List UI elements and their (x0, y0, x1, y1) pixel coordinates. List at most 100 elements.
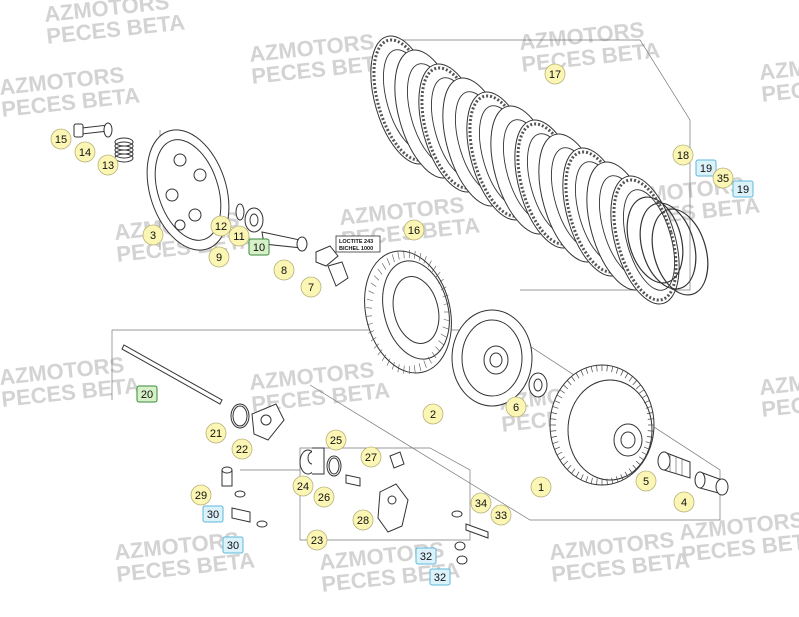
callout-badge (403, 219, 425, 241)
callout-32: 32 (429, 568, 451, 586)
callout-badge (732, 180, 754, 198)
callout-13: 13 (97, 154, 119, 176)
basket-tooth (585, 476, 589, 483)
basket-tooth (580, 474, 584, 480)
basket-tooth (628, 468, 633, 474)
basket-tooth (556, 451, 563, 456)
basket-tooth (552, 441, 559, 444)
basket-tooth (647, 418, 654, 420)
callout-number: 17 (549, 69, 561, 81)
callout-badge (50, 128, 72, 150)
hub-spline (440, 286, 447, 291)
callout-number: 32 (420, 551, 432, 563)
callout-number: 9 (216, 252, 222, 264)
callout-badge (352, 509, 374, 531)
callout-35: 35 (712, 167, 734, 189)
callout-9: 9 (208, 246, 230, 268)
left-bolts (221, 466, 268, 528)
callout-16: 16 (403, 219, 425, 241)
callout-21: 21 (205, 422, 227, 444)
hub-spline (403, 365, 405, 374)
hub-spline (442, 326, 449, 330)
gear-and-seal-parts (299, 447, 405, 487)
hub-spline (413, 365, 416, 374)
callout-badge (228, 225, 250, 247)
basket-tooth (632, 380, 638, 386)
basket-tooth (596, 365, 598, 372)
basket-tooth (645, 441, 652, 444)
callout-badge (208, 246, 230, 268)
callout-number: 11 (233, 231, 244, 243)
callout-8: 8 (273, 259, 295, 281)
callout-badge (673, 491, 695, 513)
hub-spline (440, 333, 447, 338)
callout-badge (222, 536, 244, 554)
callout-badge (136, 385, 158, 403)
friction-plate (610, 175, 680, 305)
callout-number: 14 (79, 147, 91, 159)
basket-tooth (635, 460, 641, 466)
hub-spline (443, 303, 450, 305)
basket-tooth (646, 435, 653, 438)
basket-tooth (606, 478, 608, 485)
basket-tooth (551, 435, 558, 438)
callout-badge (544, 63, 566, 85)
callout-number: 10 (253, 242, 265, 254)
callout-badge (190, 484, 212, 506)
basket-tooth (647, 430, 654, 432)
callout-badge (313, 486, 335, 508)
callout-number: 22 (236, 444, 248, 456)
basket-tooth (641, 394, 648, 399)
callout-number: 30 (207, 509, 219, 521)
basket-tooth (643, 400, 650, 404)
hub-spline (366, 307, 373, 309)
callout-number: 21 (210, 428, 222, 440)
callout-17: 17 (544, 63, 566, 85)
callout-24: 24 (292, 475, 314, 497)
basket-tooth (641, 451, 648, 456)
callout-badge (142, 224, 164, 246)
callout-number: 19 (700, 163, 712, 175)
basket-tooth (615, 367, 619, 374)
hub-spline (397, 364, 400, 373)
push-rod (121, 344, 223, 405)
callout-20: 20 (136, 385, 158, 403)
callout-34: 34 (470, 492, 492, 514)
callout-number: 12 (215, 221, 227, 233)
hub-spline (435, 346, 441, 353)
basket-tooth (639, 456, 645, 461)
basket-tooth (550, 418, 557, 420)
callout-number: 26 (318, 492, 330, 504)
callout-number: 25 (330, 435, 342, 447)
callout-number: 15 (55, 134, 67, 146)
callout-22: 22 (231, 438, 253, 460)
callout-29: 29 (190, 484, 212, 506)
callout-number: 5 (643, 476, 649, 488)
callout-badge (273, 259, 295, 281)
hub-spline (403, 250, 405, 259)
hub-spline (418, 363, 422, 372)
callout-10: 10 (248, 238, 270, 256)
basket-tooth (639, 389, 645, 394)
callout-number: 4 (681, 497, 687, 509)
basket-tooth (556, 394, 563, 399)
callout-badge (635, 470, 657, 492)
hub-spline (373, 343, 380, 349)
callout-12: 12 (210, 215, 232, 237)
clutch-center-disc (451, 309, 533, 407)
basket-tooth (571, 468, 576, 474)
basket-tooth (585, 367, 589, 374)
callout-number: 8 (281, 265, 287, 277)
hub-spline (381, 354, 387, 362)
callout-number: 30 (227, 540, 239, 552)
hub-spline (431, 265, 437, 273)
callout-32: 32 (415, 547, 437, 565)
callout-number: 13 (102, 160, 114, 172)
hub-spline (366, 298, 373, 302)
callout-badge (306, 529, 328, 551)
callout-badge (530, 476, 552, 498)
